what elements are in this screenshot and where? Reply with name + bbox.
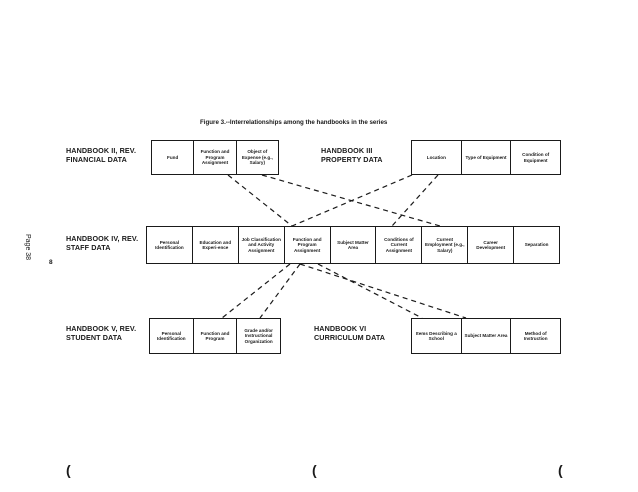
handbook-iii-line1: HANDBOOK III xyxy=(321,146,373,155)
bottom-mark-right: ( xyxy=(558,462,563,478)
hb5-cell: Personal Identification xyxy=(157,330,186,341)
bottom-mark-center: ( xyxy=(312,462,317,478)
handbook-iv-line1: HANDBOOK IV, REV. xyxy=(66,234,139,243)
hb5-cell: Function and Program xyxy=(192,319,237,353)
hb6-cell: Method of Instruction xyxy=(510,319,560,353)
handbook-iv-box: Personal Identification Education and Ex… xyxy=(146,226,560,264)
handbook-v-box: Personal Identification Function and Pro… xyxy=(149,318,281,354)
figure-caption: Figure 3.--Interrelationships among the … xyxy=(200,119,388,126)
connector-hb2-hb4-function xyxy=(227,174,293,227)
hb6-cell: Items Describing a School xyxy=(415,330,457,341)
connector-hb4-hb6-items xyxy=(317,263,423,319)
handbook-vi-line1: HANDBOOK VI xyxy=(314,324,367,333)
handbook-iv-line2: STAFF DATA xyxy=(66,243,111,252)
connector-hb4-hb5-program xyxy=(221,263,291,319)
connector-hb4-hb5-organization xyxy=(259,263,301,319)
connector-hb3-hb4-conditions xyxy=(391,174,439,227)
handbook-iii-title: HANDBOOK III PROPERTY DATA xyxy=(321,146,383,164)
hb3-cell: Type of Equipment xyxy=(460,141,511,174)
handbook-v-line1: HANDBOOK V, REV. xyxy=(66,324,137,333)
hb3-cell: Condition of Equipment xyxy=(510,141,560,174)
hb2-cell: Object of Expense (e.g., Salary) xyxy=(235,141,278,174)
handbook-ii-box: Fund Function and Program Assignment Obj… xyxy=(151,140,279,175)
side-marker: 8 xyxy=(49,259,53,266)
hb4-cell: Function and Program Assignment xyxy=(283,227,330,263)
handbook-v-line2: STUDENT DATA xyxy=(66,333,123,342)
hb5-cell: Grade and/or Instructional Organization xyxy=(236,319,280,353)
hb4-cell: Subject Matter Area xyxy=(329,227,376,263)
hb2-cell: Function and Program Assignment xyxy=(193,141,235,174)
handbook-vi-box: Items Describing a School Subject Matter… xyxy=(411,318,561,354)
handbook-iii-box: Location Type of Equipment Condition of … xyxy=(411,140,561,175)
handbook-v-title: HANDBOOK V, REV. STUDENT DATA xyxy=(66,324,136,342)
handbook-iv-title: HANDBOOK IV, REV. STAFF DATA xyxy=(66,234,138,252)
hb6-cell: Subject Matter Area xyxy=(460,319,511,353)
hb4-cell: Career Development xyxy=(467,227,513,263)
hb4-cell: Education and Experi-ence xyxy=(191,227,238,263)
handbook-vi-title: HANDBOOK VI CURRICULUM DATA xyxy=(314,324,385,342)
hb2-cell: Fund xyxy=(167,154,179,160)
handbook-iii-line2: PROPERTY DATA xyxy=(321,155,383,164)
connector-hb4-hb6-subject xyxy=(299,263,467,319)
hb4-cell: Current Employment (e.g., Salary) xyxy=(421,227,467,263)
hb4-cell: Conditions of Current Assignment xyxy=(375,227,421,263)
hb4-cell: Job Classification and Activity Assignme… xyxy=(237,227,284,263)
handbook-vi-line2: CURRICULUM DATA xyxy=(314,333,386,342)
handbook-ii-line1: HANDBOOK II, REV. xyxy=(66,146,137,155)
connector-hb3-hb4-location xyxy=(291,174,413,227)
hb3-cell: Location xyxy=(426,154,446,160)
hb4-cell: Separation xyxy=(513,227,559,263)
handbook-ii-title: HANDBOOK II, REV. FINANCIAL DATA xyxy=(66,146,136,164)
hb4-cell: Personal Identification xyxy=(155,239,184,250)
handbook-ii-line2: FINANCIAL DATA xyxy=(66,155,127,164)
bottom-mark-left: ( xyxy=(66,462,71,478)
